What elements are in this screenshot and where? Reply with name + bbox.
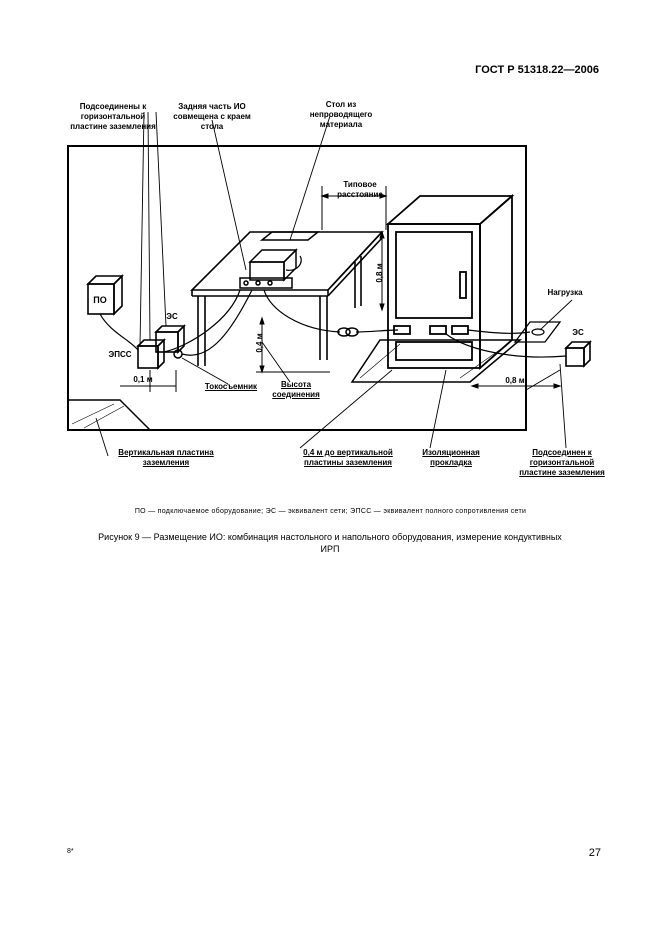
- es-right-box: [564, 340, 592, 368]
- room-frame: [67, 145, 527, 431]
- label-back-of-eut: Задняя часть ИО совмещена с краем стола: [173, 102, 251, 131]
- epss-box: [136, 338, 166, 370]
- label-current-probe: Токосъемник: [204, 382, 258, 391]
- cable-coil: [337, 327, 351, 337]
- label-table: Стол из непроводящего материала: [309, 100, 373, 129]
- label-epss: ЭПСС: [108, 350, 132, 359]
- label-typical-distance: Типовое расстояние: [337, 180, 383, 199]
- label-vertical-plate: Вертикальная пластина заземления: [118, 448, 214, 467]
- insulation-pad: [350, 339, 523, 383]
- footer-mark: 8*: [67, 848, 74, 855]
- load-pad: [513, 321, 562, 343]
- es-left-box: [154, 324, 186, 354]
- table: [190, 231, 384, 366]
- label-insulation-pad: Изоляционная прокладка: [422, 448, 480, 467]
- figure-caption: Рисунок 9 — Размещение ИО: комбинация на…: [98, 532, 562, 554]
- label-es-left: ЭС: [166, 312, 178, 321]
- floor-cabinet: [385, 194, 515, 370]
- label-dim-04: 0,4 м: [255, 333, 264, 353]
- label-height-connection: Высота соединения: [272, 380, 320, 399]
- label-po: ПО: [93, 295, 107, 305]
- label-es-right: ЭС: [572, 328, 584, 337]
- page-number: 27: [588, 847, 601, 859]
- po-box: [86, 274, 124, 316]
- label-load: Нагрузка: [547, 288, 583, 297]
- setup-diagram: [67, 111, 592, 457]
- vertical-ground-plate: [67, 399, 152, 431]
- label-dist-to-vertical: 0,4 м до вертикальной пластины заземлени…: [303, 448, 393, 467]
- eut-box: [239, 231, 321, 289]
- standard-header: ГОСТ Р 51318.22—2006: [475, 64, 599, 76]
- label-connected-horizontal-top: Подсоединены к горизонтальной пластине з…: [70, 102, 156, 131]
- label-dim-01: 0,1 м: [133, 375, 153, 384]
- figure-legend: ПО — подключаемое оборудование; ЭС — экв…: [134, 508, 527, 515]
- label-connected-horizontal-right: Подсоединен к горизонтальной пластине за…: [519, 448, 605, 477]
- label-dim-08-horizontal: 0,8 м: [505, 376, 525, 385]
- ground-link-lines: [139, 111, 167, 347]
- label-dim-08-vertical: 0,8 м: [375, 263, 384, 283]
